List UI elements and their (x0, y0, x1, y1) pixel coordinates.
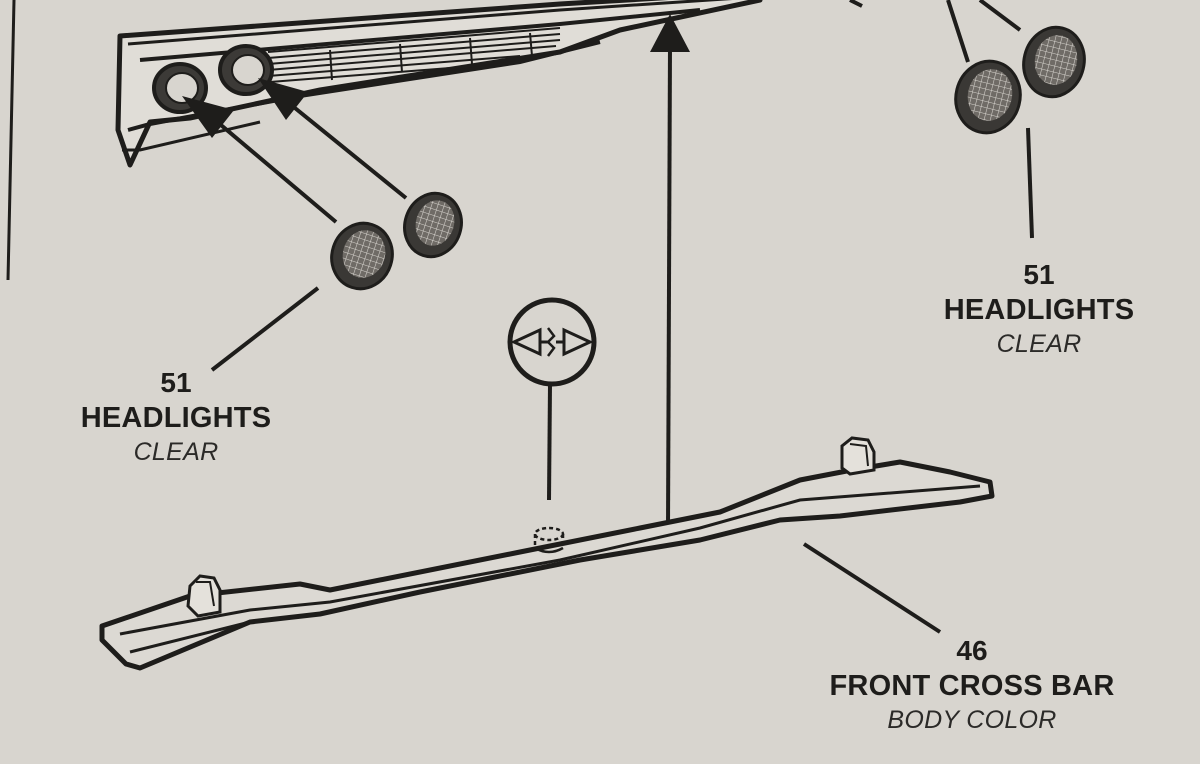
glue-join-icon (507, 297, 597, 501)
part-number: 51 (1023, 259, 1055, 290)
front-cross-bar (99, 436, 995, 671)
leader-line-headlights-right (1026, 127, 1034, 239)
part-name: FRONT CROSS BAR (829, 670, 1115, 702)
arrow-lens-to-socket-1 (182, 96, 338, 224)
part-finish: CLEAR (133, 438, 219, 466)
leader-line-front-cross-bar (802, 542, 942, 634)
callout-headlights-right: 51 HEADLIGHTS CLEAR (906, 258, 1172, 360)
part-number: 51 (160, 367, 192, 398)
headlight-lens-right-b (1022, 25, 1086, 99)
headlight-lens-right-a (954, 59, 1022, 135)
fascia-right-fragment (849, 0, 1022, 32)
arrow-right-lens-1 (946, 0, 970, 63)
part-name: HEADLIGHTS (80, 402, 272, 434)
grille-panel (115, 0, 763, 168)
page-border-line (6, 0, 16, 281)
callout-front-cross-bar: 46 FRONT CROSS BAR BODY COLOR (772, 634, 1172, 736)
part-finish: BODY COLOR (887, 706, 1057, 734)
part-number: 46 (956, 635, 988, 666)
arrow-cross-bar-to-grille (650, 14, 690, 529)
headlight-lens-left-b (403, 191, 463, 259)
callout-headlights-left: 51 HEADLIGHTS CLEAR (48, 366, 304, 468)
headlight-lens-left-a (330, 221, 394, 291)
part-name: HEADLIGHTS (943, 294, 1135, 326)
leader-line-headlights-left (210, 286, 320, 372)
part-finish: CLEAR (996, 330, 1082, 358)
arrow-lens-to-socket-2 (258, 78, 408, 200)
